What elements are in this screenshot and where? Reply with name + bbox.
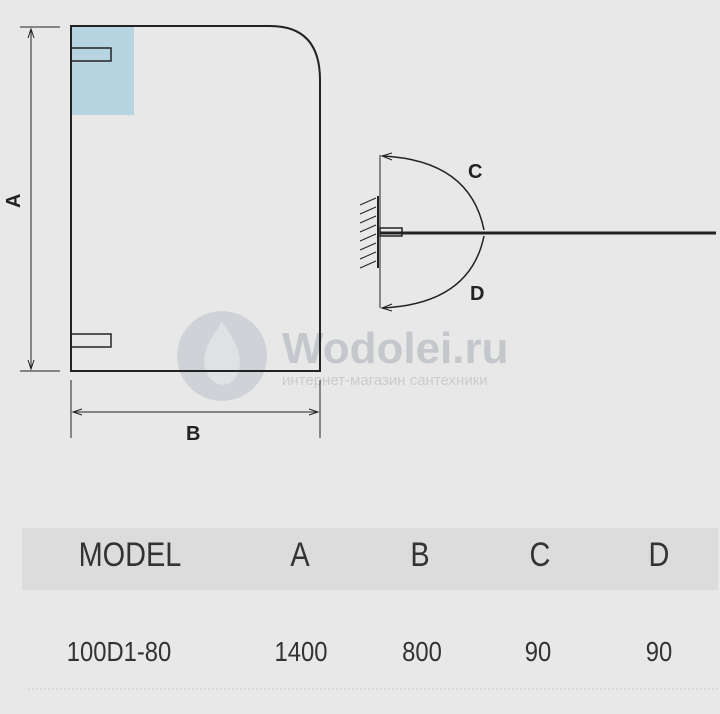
watermark-brand: Wodolei.ru (282, 324, 509, 373)
header-a: A (290, 536, 310, 574)
label-c: C (468, 161, 482, 183)
label-b: B (186, 423, 200, 445)
label-a: A (3, 194, 25, 208)
cell-c: 90 (524, 636, 552, 667)
spec-table-header (22, 528, 718, 590)
hinge-top (70, 47, 112, 62)
label-d: D (470, 283, 484, 305)
header-model: MODEL (78, 536, 182, 574)
cell-d: 90 (645, 636, 673, 667)
header-b: B (410, 536, 430, 574)
hinge-bottom (70, 333, 112, 348)
header-d: D (648, 536, 670, 574)
cell-model: 100D1-80 (66, 636, 172, 667)
top-view (359, 152, 716, 312)
dimension-diagram: Wodolei.ru интернет-магазин сантехники A… (3, 25, 716, 445)
dimension-b (70, 380, 321, 438)
row-divider (28, 688, 718, 690)
glass-highlight (72, 27, 134, 115)
dimension-a (20, 26, 60, 372)
header-c: C (529, 536, 551, 574)
cell-a: 1400 (274, 636, 328, 667)
watermark: Wodolei.ru интернет-магазин сантехники (177, 311, 509, 401)
watermark-tagline: интернет-магазин сантехники (282, 372, 488, 389)
cell-b: 800 (402, 636, 442, 667)
glass-panel (70, 25, 321, 372)
